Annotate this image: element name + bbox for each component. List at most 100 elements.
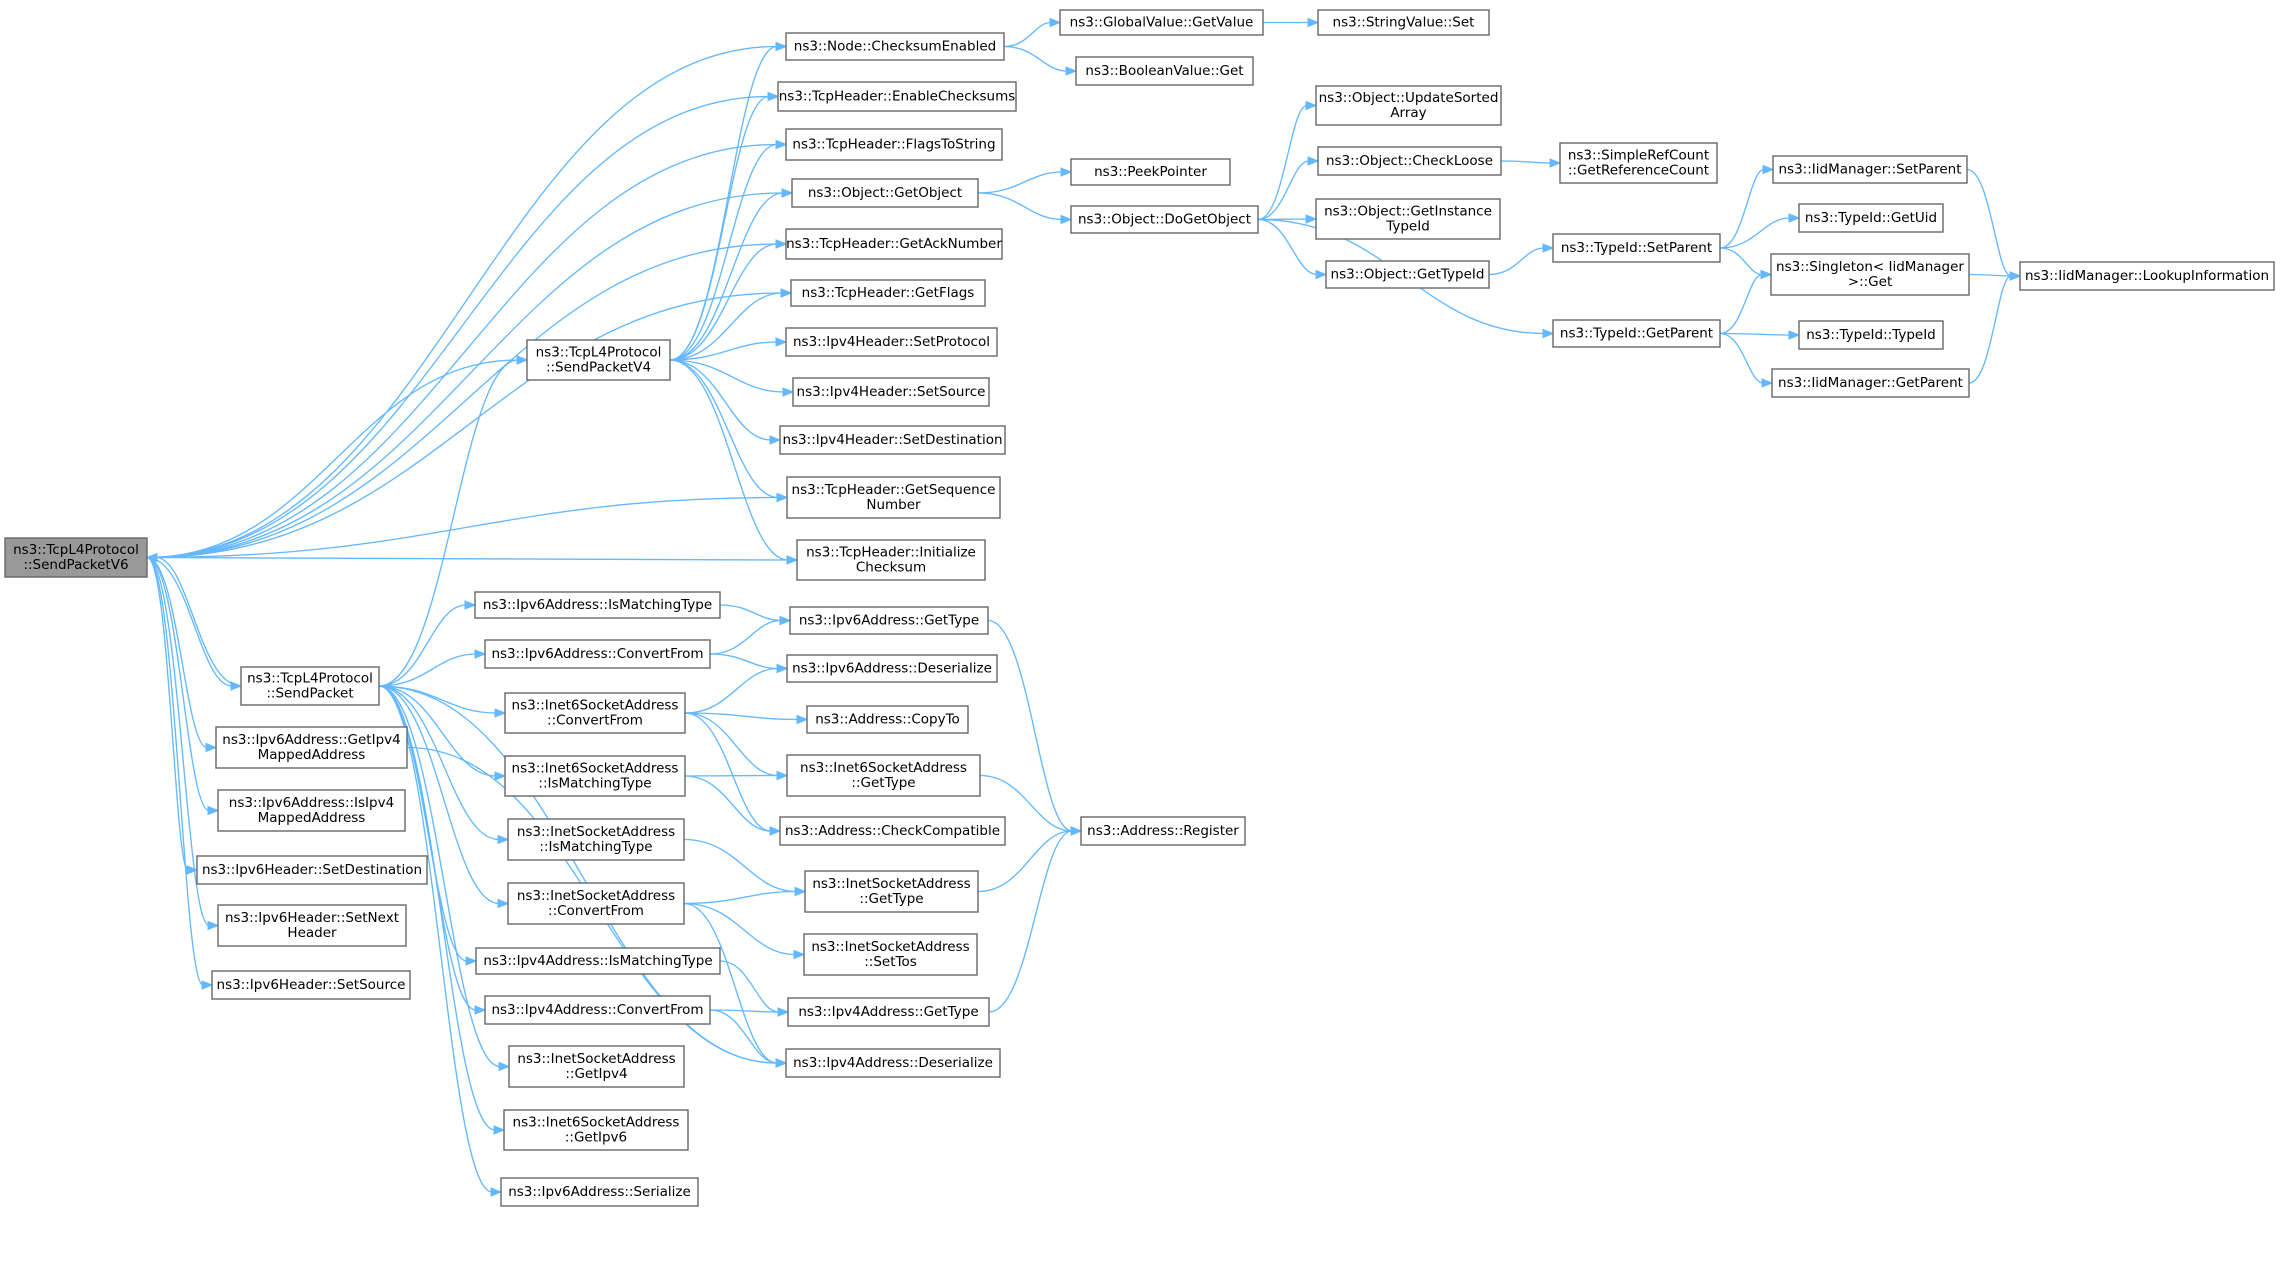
node-lookupInfo[interactable]: ns3::IidManager::LookupInformation: [2019, 261, 2275, 291]
node-sendPacketV4[interactable]: ns3::TcpL4Protocol::SendPacketV4: [526, 339, 671, 381]
node-doGetObject[interactable]: ns3::Object::DoGetObject: [1070, 205, 1259, 234]
node-box-ipv6GetType: [789, 606, 989, 635]
node-inet6GetIpv6[interactable]: ns3::Inet6SocketAddress::GetIpv6: [503, 1109, 689, 1151]
node-label-bvGet-line-0: ns3::BooleanValue::Get: [1085, 63, 1243, 79]
node-box-ipv4GetType: [787, 997, 990, 1027]
node-box-addrCopyTo: [806, 705, 969, 734]
node-ipv6GetType[interactable]: ns3::Ipv6Address::GetType: [789, 606, 989, 635]
edge-ipv4ConvertFrom-to-ipv4Deserialize: [709, 1009, 778, 1064]
arrowhead-objGetTypeId-to-typeIdSetParent: [1542, 243, 1555, 253]
node-inetGetType[interactable]: ns3::InetSocketAddress::GetType: [804, 870, 979, 913]
node-label-getSequenceNumber-line-1: Number: [866, 497, 921, 513]
node-box-inetSetTos: [803, 933, 978, 976]
node-label-ipv6IsMatchingType-line-0: ns3::Ipv6Address::IsMatchingType: [483, 597, 712, 613]
node-box-lookupInfo: [2019, 261, 2275, 291]
node-inet6GetType[interactable]: ns3::Inet6SocketAddress::GetType: [786, 754, 981, 797]
node-enableChecksums[interactable]: ns3::TcpHeader::EnableChecksums: [777, 81, 1017, 112]
node-singletonGet[interactable]: ns3::Singleton< IidManager >::Get: [1770, 253, 1970, 296]
node-getRefCount[interactable]: ns3::SimpleRefCount::GetReferenceCount: [1559, 142, 1718, 184]
edge-root-to-enableChecksums: [146, 95, 770, 559]
arrowhead-getObject-to-doGetObject: [1060, 214, 1073, 225]
node-inetSetTos[interactable]: ns3::InetSocketAddress::SetTos: [803, 933, 978, 976]
node-ipv6HSetDest[interactable]: ns3::Ipv6Header::SetDestination: [196, 855, 428, 885]
edge-root-to-sendPacket: [146, 556, 233, 687]
arrowhead-inet6IsMatchingType-to-inet6GetType: [776, 770, 789, 781]
node-bvGet[interactable]: ns3::BooleanValue::Get: [1075, 56, 1254, 86]
node-typeIdGetUid[interactable]: ns3::TypeId::GetUid: [1798, 203, 1944, 233]
node-ipv4GetType[interactable]: ns3::Ipv4Address::GetType: [787, 997, 990, 1027]
node-peekPointer[interactable]: ns3::PeekPointer: [1070, 158, 1231, 186]
node-addrRegister[interactable]: ns3::Address::Register: [1080, 816, 1246, 846]
edge-inet6ConvertFrom-to-addrCopyTo: [684, 712, 799, 721]
edge-checksumEnabled-to-bvGet: [1003, 45, 1068, 72]
node-checkLoose[interactable]: ns3::Object::CheckLoose: [1317, 146, 1502, 176]
node-box-ipv6HSetSource: [211, 970, 411, 1000]
node-ipv4Deserialize[interactable]: ns3::Ipv4Address::Deserialize: [785, 1048, 1001, 1078]
node-inetIsMatchingType[interactable]: ns3::InetSocketAddress::IsMatchingType: [507, 818, 685, 861]
node-ipv6Deserialize[interactable]: ns3::Ipv6Address::Deserialize: [786, 654, 998, 683]
node-box-inet6GetIpv6: [503, 1109, 689, 1151]
node-typeIdTypeId[interactable]: ns3::TypeId::TypeId: [1798, 320, 1944, 350]
node-getFlags[interactable]: ns3::TcpHeader::GetFlags: [790, 279, 986, 307]
edge-root-to-flagsToString: [146, 143, 778, 559]
node-box-ipv4ConvertFrom: [484, 995, 711, 1025]
node-label-getInstanceTypeId-line-0: ns3::Object::GetInstance: [1324, 204, 1492, 220]
node-ipv4SetProtocol[interactable]: ns3::Ipv4Header::SetProtocol: [785, 327, 998, 357]
node-label-inet6GetIpv6-line-0: ns3::Inet6SocketAddress: [513, 1115, 680, 1131]
node-inet6ConvertFrom[interactable]: ns3::Inet6SocketAddress::ConvertFrom: [504, 692, 686, 734]
node-typeIdSetParent[interactable]: ns3::TypeId::SetParent: [1552, 233, 1721, 263]
node-ipv6ConvertFrom[interactable]: ns3::Ipv6Address::ConvertFrom: [484, 639, 711, 669]
edge-sendPacket-to-sendPacketV4: [378, 359, 519, 687]
edge-inet6GetType-to-addrRegister: [979, 774, 1073, 832]
edge-root-to-getSequenceNumber: [146, 496, 779, 559]
node-objGetTypeId[interactable]: ns3::Object::GetTypeId: [1325, 260, 1490, 289]
node-checksumEnabled[interactable]: ns3::Node::ChecksumEnabled: [785, 32, 1005, 61]
node-ipv6Serialize[interactable]: ns3::Ipv6Address::Serialize: [500, 1177, 699, 1207]
node-box-ipv6HSetNext: [217, 904, 407, 947]
node-ipv4SetDestination[interactable]: ns3::Ipv4Header::SetDestination: [779, 425, 1006, 455]
node-label-ipv4SetDestination-line-0: ns3::Ipv4Header::SetDestination: [782, 432, 1002, 448]
arrowhead-sendPacketV4-to-ipv4SetDestination: [769, 435, 782, 445]
node-iidGetParent[interactable]: ns3::IidManager::GetParent: [1771, 368, 1970, 398]
edge-checkLoose-to-getRefCount: [1500, 160, 1552, 164]
node-label-inet6GetType-line-1: ::GetType: [851, 775, 915, 791]
node-svSet[interactable]: ns3::StringValue::Set: [1317, 9, 1490, 36]
node-inetGetIpv4[interactable]: ns3::InetSocketAddress::GetIpv4: [508, 1045, 685, 1088]
edge-doGetObject-to-checkLoose: [1257, 160, 1310, 221]
node-ipv4IsMatchingType[interactable]: ns3::Ipv4Address::IsMatchingType: [475, 947, 721, 975]
node-gvGetValue[interactable]: ns3::GlobalValue::GetValue: [1059, 9, 1264, 36]
node-box-sendPacketV4: [526, 339, 671, 381]
node-getObject[interactable]: ns3::Object::GetObject: [791, 178, 979, 208]
edge-sendPacketV4-to-ipv4SetProtocol: [669, 341, 778, 361]
node-ipv4ConvertFrom[interactable]: ns3::Ipv4Address::ConvertFrom: [484, 995, 711, 1025]
node-ipv6IsMatchingType[interactable]: ns3::Ipv6Address::IsMatchingType: [474, 591, 721, 619]
node-ipv6HSetSource[interactable]: ns3::Ipv6Header::SetSource: [211, 970, 411, 1000]
edge-inetConvertFrom-to-ipv4Deserialize: [683, 902, 778, 1064]
node-inet6IsMatchingType[interactable]: ns3::Inet6SocketAddress::IsMatchingType: [504, 755, 686, 797]
node-ipv4SetSource[interactable]: ns3::Ipv4Header::SetSource: [792, 377, 990, 407]
node-addrCheckCompatible[interactable]: ns3::Address::CheckCompatible: [779, 816, 1006, 846]
node-label-ipv4IsMatchingType-line-0: ns3::Ipv4Address::IsMatchingType: [483, 953, 712, 969]
node-label-svSet-line-0: ns3::StringValue::Set: [1333, 15, 1475, 31]
edge-sendPacket-to-inetConvertFrom: [378, 685, 500, 905]
arrowhead-typeIdSetParent-to-typeIdGetUid: [1788, 213, 1801, 223]
edge-root-to-getObject: [146, 192, 784, 559]
node-typeIdGetParent[interactable]: ns3::TypeId::GetParent: [1552, 319, 1721, 348]
node-sendPacket[interactable]: ns3::TcpL4Protocol::SendPacket: [240, 666, 380, 706]
arrowhead-inetConvertFrom-to-inetGetType: [794, 886, 807, 897]
arrowhead-sendPacketV4-to-getObject: [781, 188, 794, 198]
node-root[interactable]: ns3::TcpL4Protocol::SendPacketV6: [4, 537, 148, 578]
node-inetConvertFrom[interactable]: ns3::InetSocketAddress::ConvertFrom: [507, 882, 685, 925]
node-flagsToString[interactable]: ns3::TcpHeader::FlagsToString: [785, 128, 1003, 161]
edge-getObject-to-peekPointer: [977, 171, 1063, 194]
node-iidSetParent[interactable]: ns3::IidManager::SetParent: [1772, 155, 1968, 184]
node-addrCopyTo[interactable]: ns3::Address::CopyTo: [806, 705, 969, 734]
node-getAckNumber[interactable]: ns3::TcpHeader::GetAckNumber: [785, 228, 1003, 260]
